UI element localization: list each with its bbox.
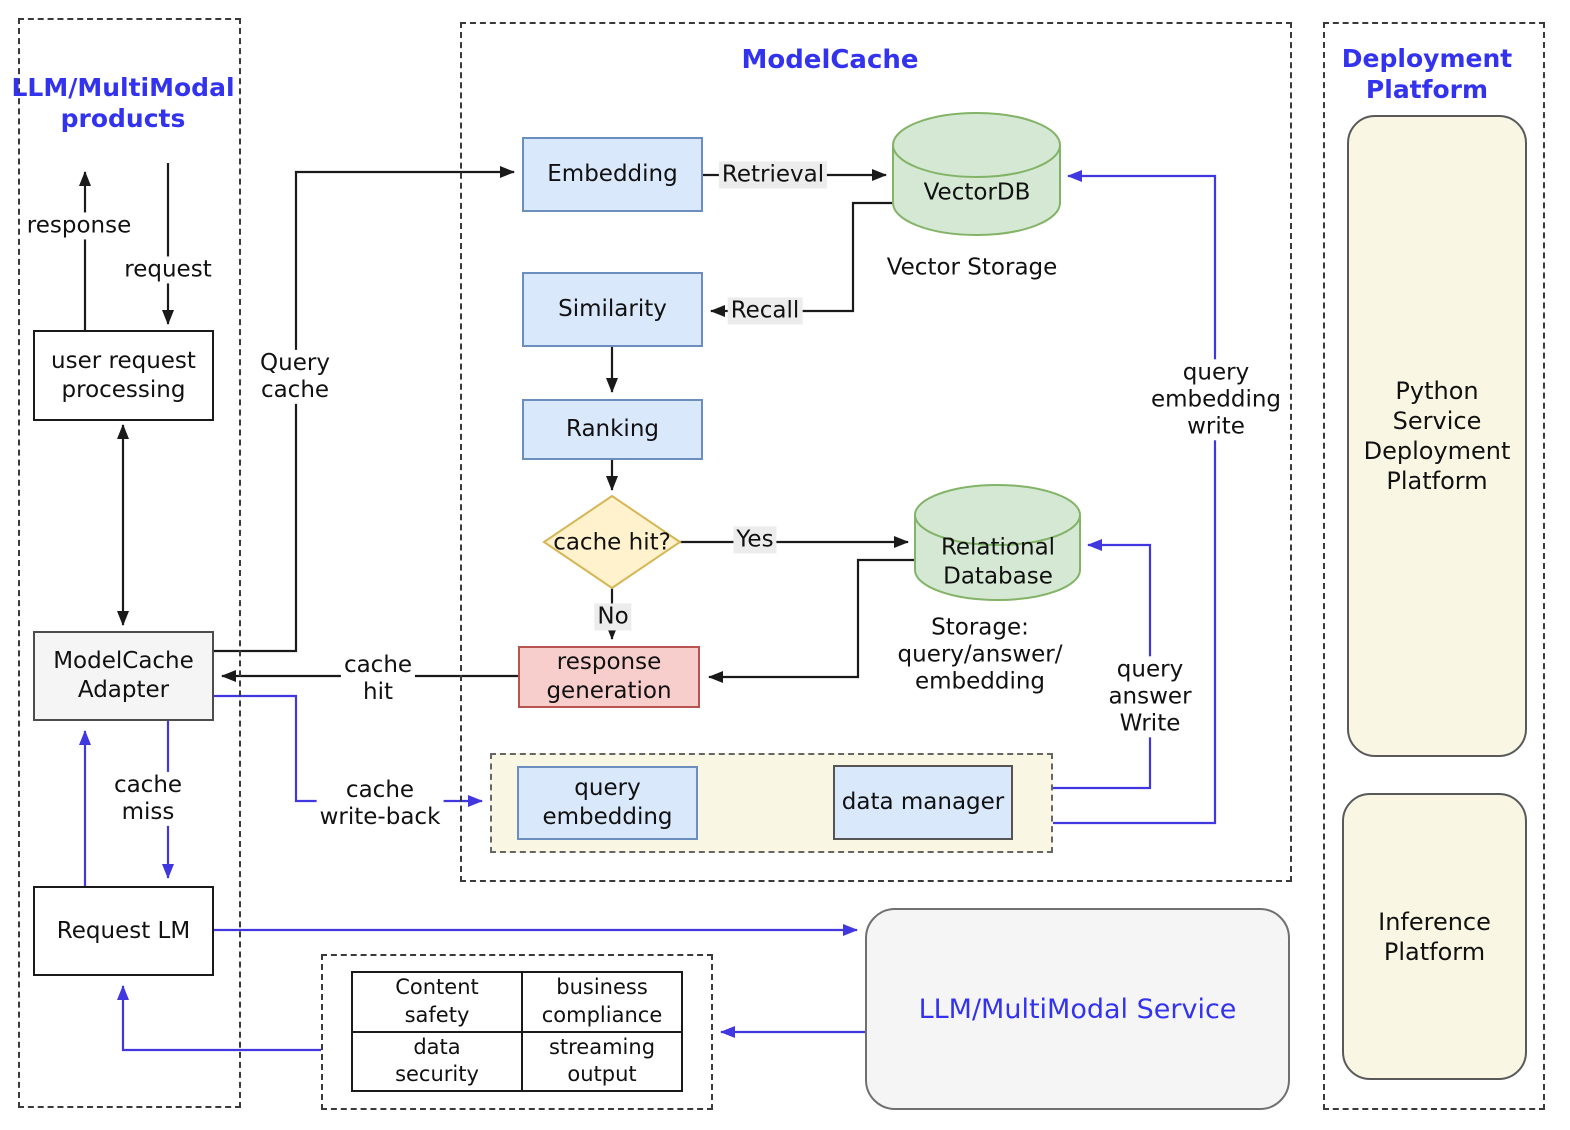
llm-multimodal-service-box: LLM/MultiModal Service [865, 908, 1290, 1110]
table-row: Content safety business compliance [351, 971, 683, 1033]
modelcache-title: ModelCache [741, 44, 919, 75]
table-cell-streaming-output: streaming output [521, 1030, 683, 1092]
table-cell-content-safety: Content safety [351, 971, 523, 1033]
modelcache-adapter-box: ModelCache Adapter [33, 631, 214, 721]
embedding-box: Embedding [522, 137, 703, 212]
vector-storage-label: Vector Storage [886, 254, 1058, 281]
vectordb-label: VectorDB [923, 179, 1031, 206]
cache-write-back-edge-label: cache write-back [316, 776, 444, 832]
safety-table-panel [321, 954, 713, 1110]
storage-annotation-label: Storage: query/answer/ embedding [897, 614, 1063, 695]
relational-database-label: Relational Database [940, 534, 1056, 589]
table-cell-data-security: data security [351, 1030, 523, 1092]
modelcache-panel [460, 22, 1292, 882]
llm-products-panel [18, 18, 241, 1108]
deployment-platform-title: Deployment Platform [1341, 43, 1513, 104]
yes-edge-label: Yes [733, 526, 777, 554]
response-generation-box: response generation [518, 646, 700, 708]
llm-products-title: LLM/MultiModal products [11, 72, 235, 133]
recall-edge-label: Recall [727, 297, 803, 325]
arrow-table-requestlm [117, 985, 321, 1052]
inference-platform-box: Inference Platform [1342, 793, 1527, 1080]
query-embedding-write-label: query embedding write [1147, 359, 1285, 441]
python-service-platform-box: Python Service Deployment Platform [1347, 115, 1527, 757]
llm-multimodal-service-label: LLM/MultiModal Service [918, 993, 1237, 1025]
request-lm-box: Request LM [33, 886, 214, 976]
request-edge-label: request [121, 256, 215, 284]
arrow-relationaldb-responsegen [708, 558, 915, 683]
safety-compliance-table: Content safety business compliance data … [351, 971, 683, 1092]
response-edge-label: response [23, 212, 135, 240]
query-answer-write-label: query answer Write [1105, 656, 1195, 738]
data-manager-box: data manager [833, 765, 1013, 840]
query-cache-edge-label: Query cache [257, 349, 333, 405]
similarity-box: Similarity [522, 272, 703, 347]
user-request-processing-box: user request processing [33, 330, 214, 421]
ranking-box: Ranking [522, 399, 703, 460]
cache-miss-edge-label: cache miss [110, 771, 186, 827]
vectordb-cylinder [892, 112, 1061, 236]
query-embedding-box: query embedding [517, 766, 698, 840]
deployment-platform-panel [1323, 22, 1545, 1110]
table-cell-business-compliance: business compliance [521, 971, 683, 1033]
no-edge-label: No [594, 603, 632, 631]
arrow-query-embedding-write [1053, 170, 1217, 825]
retrieval-edge-label: Retrieval [718, 161, 828, 189]
relational-db-cylinder [914, 484, 1081, 601]
arrow-query-cache [214, 166, 515, 653]
table-row: data security streaming output [351, 1030, 683, 1092]
cache-hit-diamond [542, 494, 682, 590]
cache-hit-edge-label: cache hit [340, 651, 416, 707]
cache-hit-question-label: cache hit? [553, 529, 671, 556]
